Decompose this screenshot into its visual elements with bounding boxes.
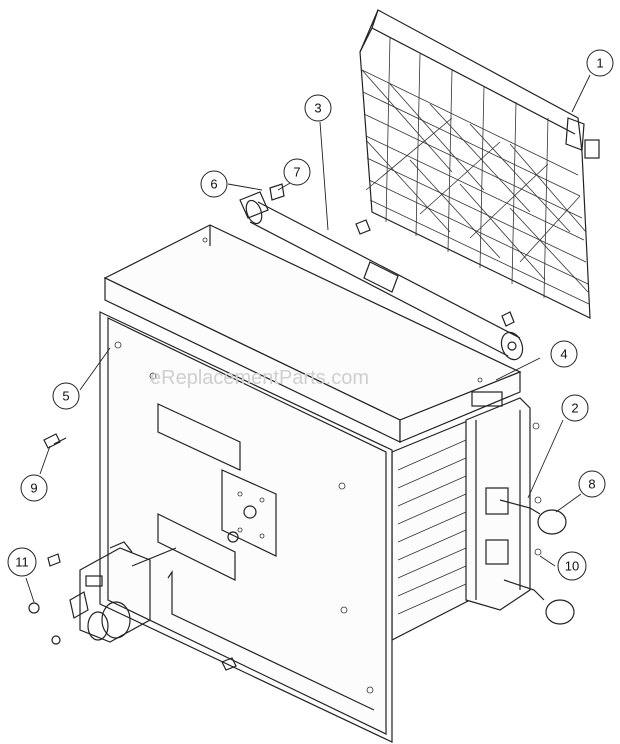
callout-9: 9 [20,474,48,502]
callout-label: 2 [571,401,578,416]
callout-label: 8 [588,477,595,492]
callout-11: 11 [7,547,37,577]
housing-box-part [103,224,522,443]
heat-exchanger-part [391,391,545,641]
callout-label: 3 [314,101,321,116]
callout-4: 4 [550,340,578,368]
callout-label: 9 [30,481,37,496]
callout-10: 10 [557,551,587,581]
burner-tube-part [239,183,524,361]
callout-label: 1 [596,56,603,71]
callout-2: 2 [561,394,589,422]
callout-label: 11 [15,555,29,570]
gas-valve-part [28,541,177,645]
callout-1: 1 [586,49,614,77]
screw-part [43,433,237,671]
callout-8: 8 [578,470,606,498]
callout-label: 6 [210,177,217,192]
callout-3: 3 [304,94,332,122]
callout-label: 10 [565,559,579,574]
callout-label: 5 [62,389,69,404]
radiant-screen-part [355,9,600,319]
callout-7: 7 [283,158,311,186]
front-panel-part [99,311,393,743]
callout-label: 4 [560,347,567,362]
callout-label: 7 [293,165,300,180]
gasket-part [537,509,575,625]
callout-5: 5 [52,382,80,410]
callout-6: 6 [200,170,228,198]
watermark-text: eReplacementParts.com [150,367,369,389]
leader-lines [25,74,591,603]
